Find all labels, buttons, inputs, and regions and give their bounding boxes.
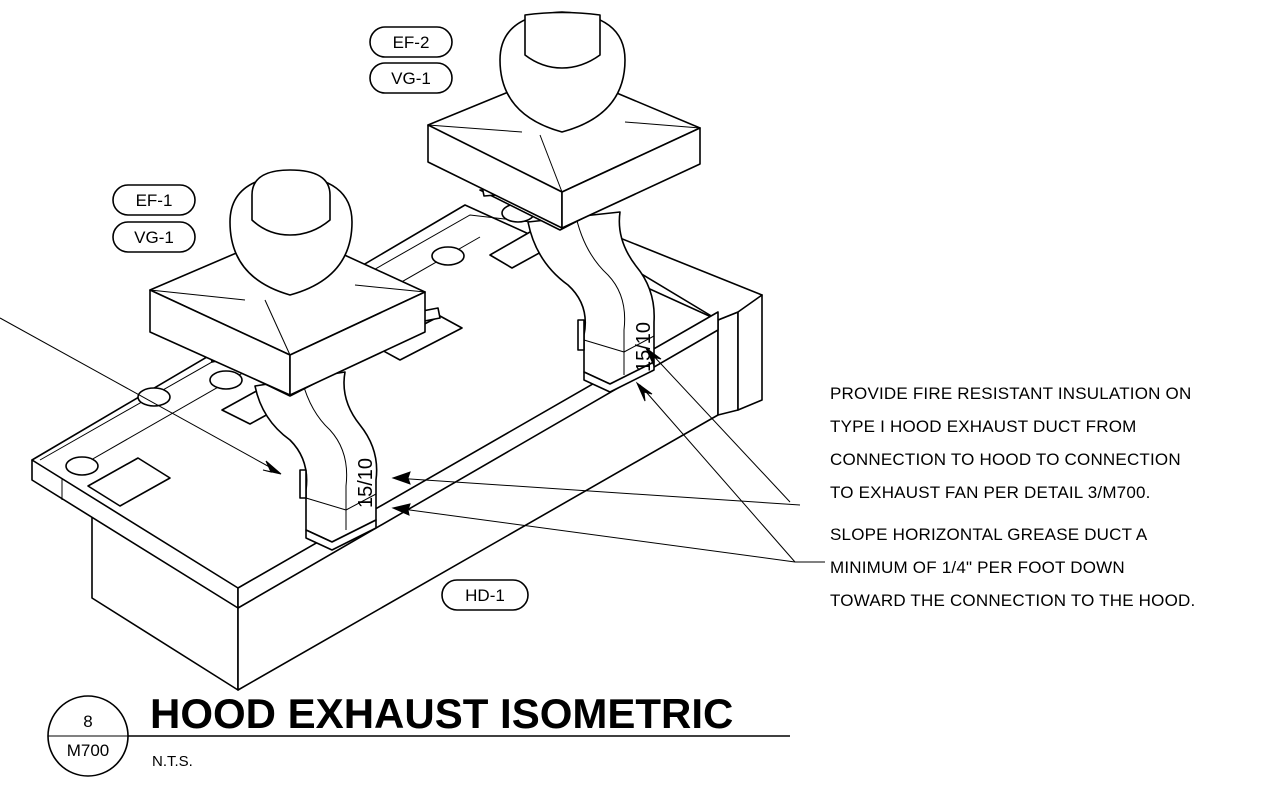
hood-hd1 [31, 203, 763, 691]
svg-text:SLOPE HORIZONTAL GREASE DUCT A: SLOPE HORIZONTAL GREASE DUCT A [830, 525, 1148, 544]
grease-duct-right [527, 211, 655, 393]
svg-text:VG-1: VG-1 [391, 69, 431, 88]
sheet-reference: M700 [67, 741, 110, 760]
svg-text:TOWARD THE CONNECTION TO THE H: TOWARD THE CONNECTION TO THE HOOD. [830, 591, 1195, 610]
svg-text:PROVIDE FIRE RESISTANT INSULAT: PROVIDE FIRE RESISTANT INSULATION ON [830, 384, 1191, 403]
exhaust-fan-ef2 [427, 11, 701, 231]
svg-text:VG-1: VG-1 [134, 228, 174, 247]
dimension-duct-left: 15/10 [355, 458, 377, 508]
grease-duct-left [254, 371, 378, 551]
drawing-title: HOOD EXHAUST ISOMETRIC [150, 690, 733, 737]
svg-text:MINIMUM OF 1/4" PER FOOT DOWN: MINIMUM OF 1/4" PER FOOT DOWN [830, 558, 1125, 577]
title-block: 8 M700 HOOD EXHAUST ISOMETRIC N.T.S. [47, 690, 790, 777]
detail-number: 8 [83, 712, 92, 731]
exhaust-fan-ef1 [149, 169, 441, 397]
note-slope: SLOPE HORIZONTAL GREASE DUCT A MINIMUM O… [830, 525, 1195, 610]
svg-text:HD-1: HD-1 [465, 586, 505, 605]
svg-text:TYPE I HOOD EXHAUST DUCT FROM: TYPE I HOOD EXHAUST DUCT FROM [830, 417, 1136, 436]
svg-text:TO EXHAUST FAN PER DETAIL 3/M7: TO EXHAUST FAN PER DETAIL 3/M700. [830, 483, 1151, 502]
tag-ef1: EF-1 [112, 184, 196, 216]
tag-vg1-top: VG-1 [369, 62, 453, 94]
scale-label: N.T.S. [152, 753, 193, 770]
tag-ef2: EF-2 [369, 26, 453, 58]
tag-hd1: HD-1 [441, 579, 529, 611]
svg-text:EF-1: EF-1 [136, 191, 173, 210]
dimension-duct-right: 15/10 [633, 322, 655, 372]
svg-text:EF-2: EF-2 [393, 33, 430, 52]
tag-vg1-left: VG-1 [112, 221, 196, 253]
svg-text:CONNECTION TO HOOD TO CONNECTI: CONNECTION TO HOOD TO CONNECTION [830, 450, 1181, 469]
note-insulation: PROVIDE FIRE RESISTANT INSULATION ON TYP… [830, 384, 1191, 502]
leader-lines [0, 317, 825, 563]
